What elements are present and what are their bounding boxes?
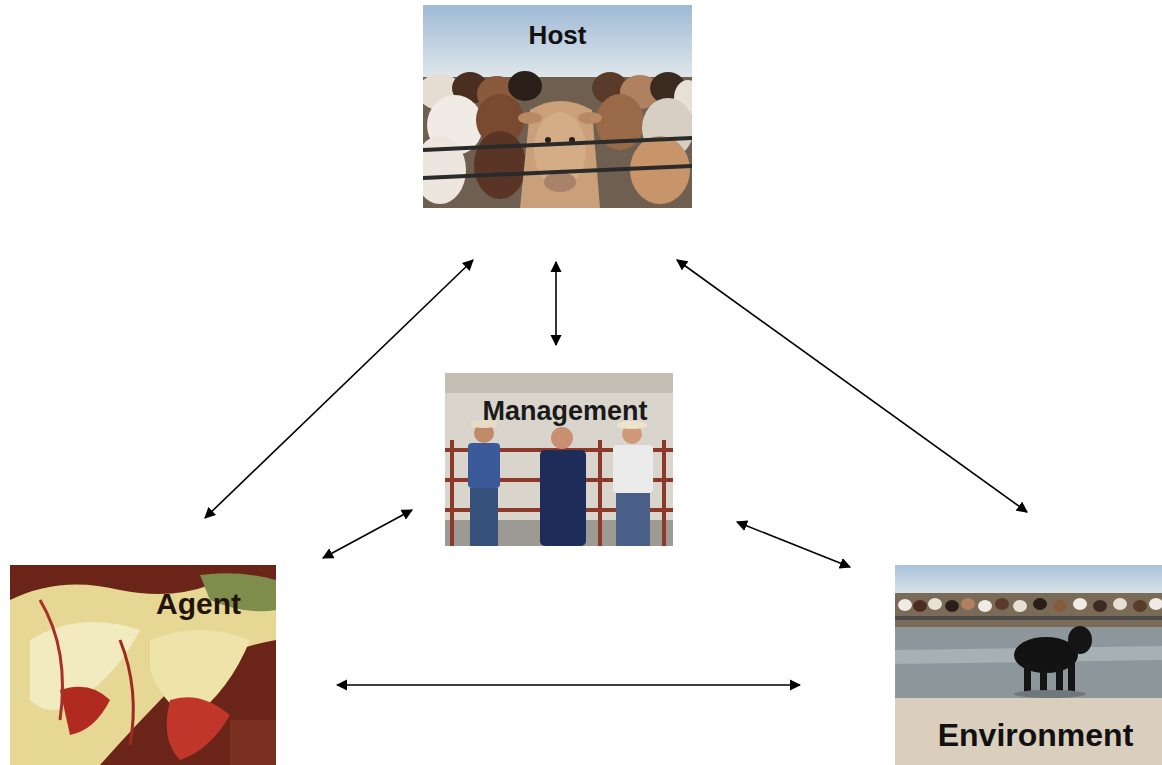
host-photo-box: Host [423,5,692,208]
people-photo-part [445,373,673,546]
cattle-photo-part [423,166,692,178]
feedlot-photo-part [1149,598,1162,610]
agent-photo-box: Agent [10,565,276,765]
feedlot-photo-part [1024,665,1031,693]
management-photo-box: Management [445,373,673,546]
feedlot-photo-part [928,598,942,610]
cattle-photo-part [423,136,466,204]
feedlot-photo-part [1014,690,1086,698]
people-photo-part [452,440,664,546]
feedlot-photo-part [945,600,959,612]
necropsy-photo-part [60,687,110,735]
cattle-photo-part [578,112,602,124]
feedlot-photo [895,565,1162,765]
cattle-photo-part [544,172,576,192]
node-label: Agent [156,587,241,620]
cattle-photo-part [518,112,542,124]
feedlot-photo-part [1068,626,1092,654]
feedlot-photo-part [1068,662,1075,692]
people-photo-part [468,443,500,488]
feedlot-photo-part [1093,600,1107,612]
feedlot-photo-part [1073,598,1087,610]
people-photo-part [470,488,498,546]
cattle-photo-part [474,131,526,199]
double-arrow-connector [555,262,557,345]
node-label: Host [529,21,587,50]
feedlot-photo-part [913,600,927,612]
feedlot-photo-part [895,593,1162,627]
necropsy-photo-part [10,584,276,765]
feedlot-photo-part [895,698,1162,765]
people-photo-part [616,493,650,546]
environment-photo-box: Environment [895,565,1162,765]
people-photo-part [613,445,653,493]
feedlot-photo-part [995,598,1009,610]
feedlot-photo-part [1033,598,1047,610]
people-photo-part [445,373,673,393]
double-arrow-connector [737,522,850,567]
people-photo-part [540,450,586,546]
necropsy-photo-part [40,600,63,720]
feedlot-photo-part [898,599,912,611]
feedlot-photo-part [895,616,1162,620]
feedlot-photo-part [978,600,992,612]
feedlot-photo-part [1013,600,1027,612]
feedlot-photo-part [961,598,975,610]
necropsy-photo-part [167,697,230,760]
node-label: Environment [938,718,1134,753]
node-label: Management [482,397,647,427]
necropsy-photo-part [230,720,276,765]
people-photo [445,373,673,546]
double-arrow-connector [677,260,1027,512]
cattle-photo-part [423,5,692,77]
double-arrow-connector [323,510,412,558]
feedlot-photo-part [895,565,1162,765]
feedlot-photo-part [1113,598,1127,610]
necropsy-photo-part [120,640,133,745]
feedlot-photo-part [1056,665,1063,693]
double-arrow-connector [337,684,800,686]
cattle-photo-part [545,137,551,143]
people-photo-part [551,427,573,449]
feedlot-photo-part [1053,600,1067,612]
feedlot-photo-part [895,627,1162,701]
necropsy-photo-part [10,565,276,765]
cattle-photo-part [508,71,542,101]
double-arrow-connector [205,260,473,518]
cattle-photo-part [423,138,692,150]
feedlot-photo-part [895,565,1162,593]
necropsy-photo [10,565,276,765]
feedlot-photo-part [1133,600,1147,612]
cattle-photo [423,5,692,208]
